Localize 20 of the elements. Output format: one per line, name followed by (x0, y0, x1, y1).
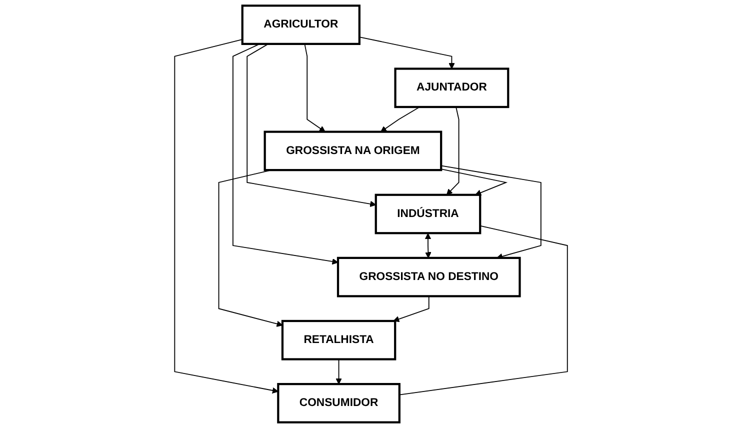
arrow (440, 168, 508, 196)
arrow (424, 233, 432, 258)
arrow (232, 43, 338, 265)
arrow (358, 36, 455, 70)
node-box: CONSUMIDOR (277, 382, 400, 424)
arrow (218, 170, 283, 327)
node-box: RETALHISTA (281, 320, 396, 360)
node-box: AGRICULTOR (241, 4, 360, 45)
arrow (446, 106, 460, 196)
arrow (380, 106, 420, 132)
connector (398, 225, 568, 396)
node-box: GROSSISTA NA ORIGEM (264, 130, 442, 172)
node-box: INDÚSTRIA (374, 194, 482, 234)
arrow (304, 43, 326, 132)
node-box: AJUNTADOR (394, 68, 510, 108)
arrow (174, 38, 278, 394)
node-box: GROSSISTA NO DESTINO (336, 256, 521, 298)
arrow (246, 43, 376, 207)
arrow (336, 358, 342, 384)
arrow (393, 296, 430, 322)
